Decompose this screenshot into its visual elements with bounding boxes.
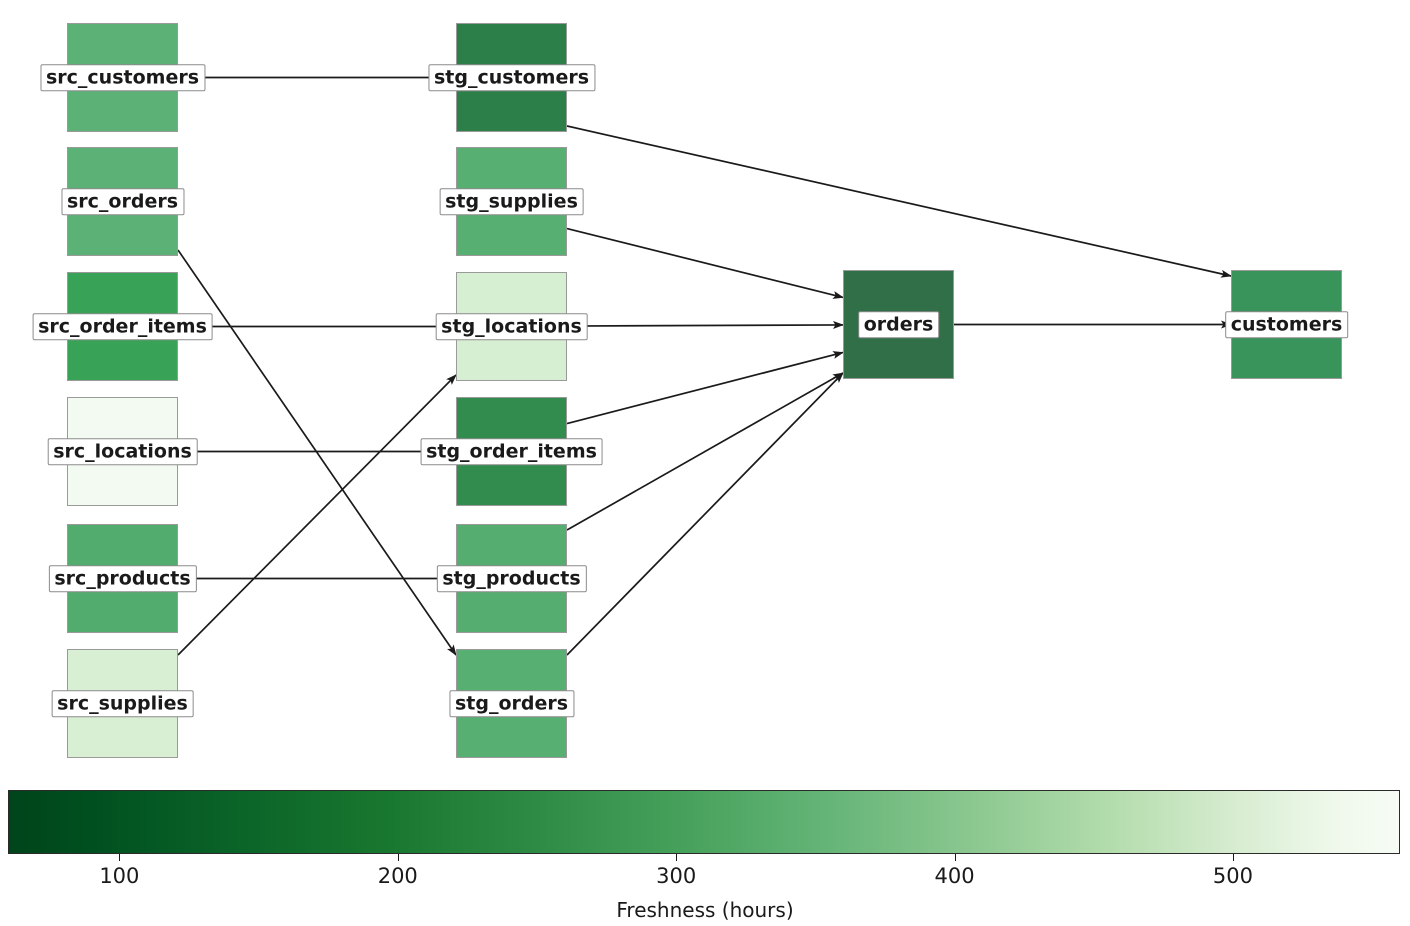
- edge-stg_products-to-orders: [566, 372, 844, 531]
- node-label-stg_supplies: stg_supplies: [439, 187, 584, 216]
- node-label-stg_customers: stg_customers: [427, 63, 596, 92]
- node-label-stg_products: stg_products: [436, 564, 587, 593]
- node-label-stg_orders: stg_orders: [448, 689, 575, 718]
- edge-stg_supplies-to-orders: [566, 227, 844, 299]
- node-label-src_customers: src_customers: [39, 63, 206, 92]
- edge-stg_order_items-to-orders: [566, 351, 844, 425]
- node-label-src_locations: src_locations: [47, 437, 198, 466]
- node-label-src_orders: src_orders: [60, 187, 185, 216]
- colorbar-axis-label: Freshness (hours): [616, 898, 794, 922]
- colorbar-gradient: [8, 790, 1400, 854]
- node-label-stg_order_items: stg_order_items: [420, 437, 603, 466]
- edge-stg_locations-to-orders: [566, 320, 844, 329]
- colorbar-tick-500: [1232, 854, 1234, 861]
- colorbar-tick-label-500: 500: [1212, 864, 1253, 888]
- colorbar-tick-300: [676, 854, 678, 861]
- node-label-src_order_items: src_order_items: [32, 312, 213, 341]
- colorbar-tick-label-200: 200: [377, 864, 418, 888]
- colorbar-tick-label-400: 400: [934, 864, 975, 888]
- node-label-stg_locations: stg_locations: [435, 312, 588, 341]
- node-label-orders: orders: [857, 310, 940, 339]
- colorbar-tick-200: [397, 854, 399, 861]
- colorbar-tick-label-300: 300: [656, 864, 697, 888]
- edge-src_orders-to-stg_orders: [177, 249, 457, 656]
- node-label-src_products: src_products: [48, 564, 197, 593]
- colorbar-tick-400: [954, 854, 956, 861]
- node-label-src_supplies: src_supplies: [51, 689, 194, 718]
- edge-stg_orders-to-orders: [566, 372, 844, 656]
- edge-src_supplies-to-stg_locations: [177, 374, 457, 656]
- colorbar-tick-100: [119, 854, 121, 861]
- colorbar-tick-label-100: 100: [99, 864, 140, 888]
- edge-stg_customers-to-customers: [566, 125, 1232, 278]
- node-label-customers: customers: [1224, 310, 1349, 339]
